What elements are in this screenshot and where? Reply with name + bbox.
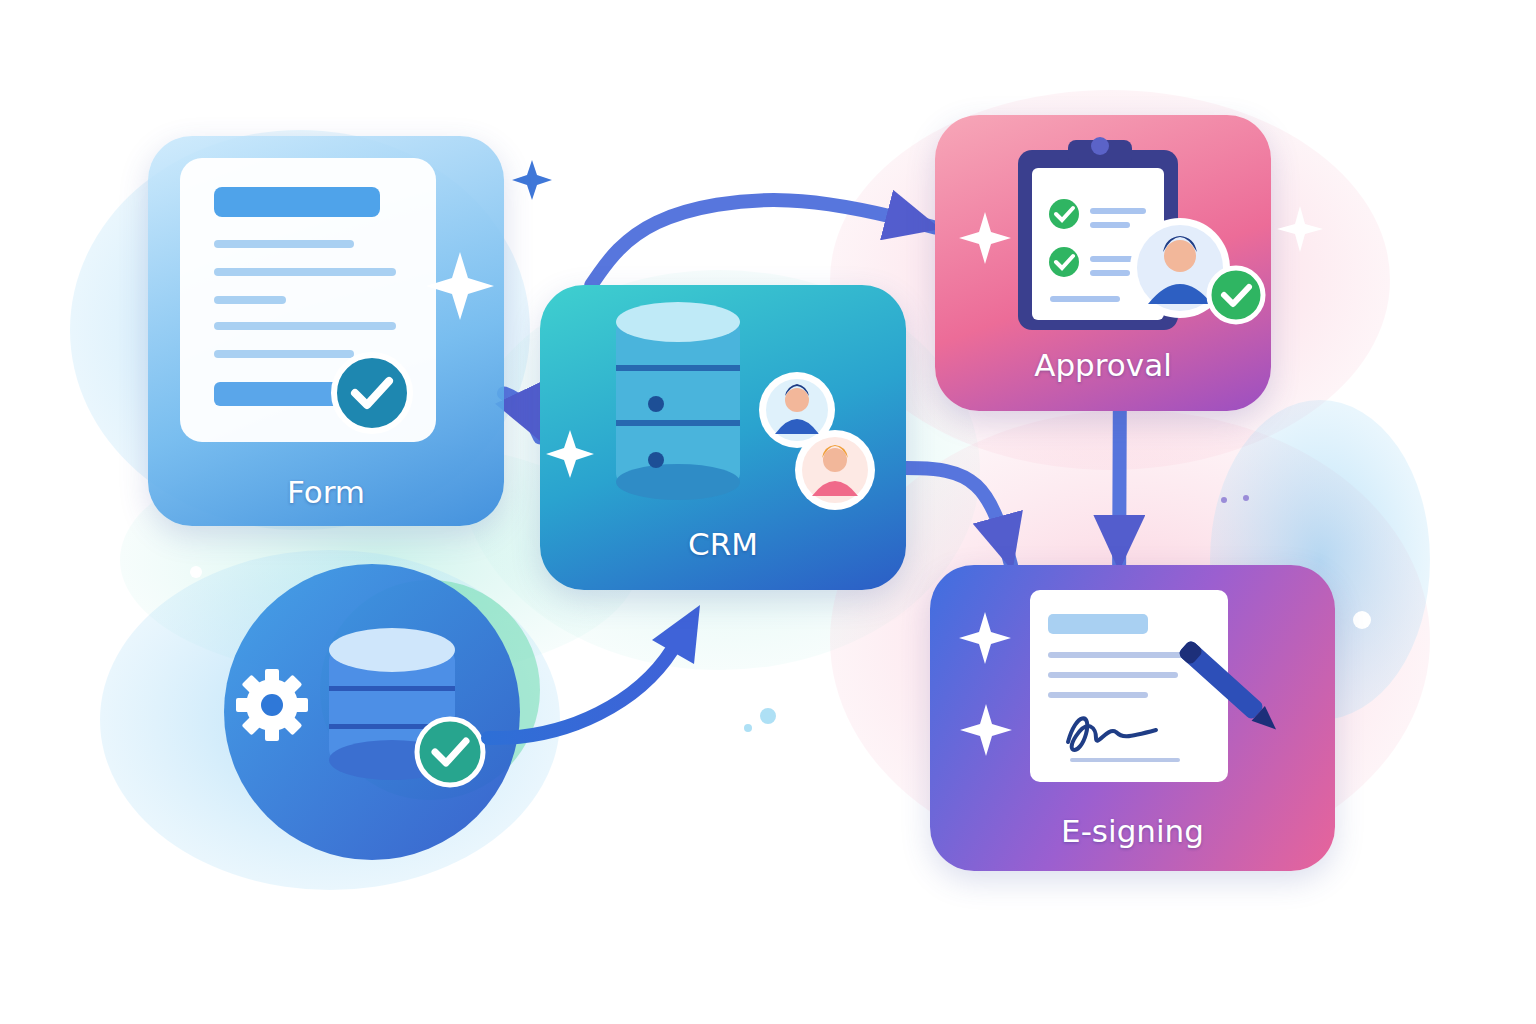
flow-arrow: [504, 393, 540, 437]
esigning-box: E-signing: [930, 565, 1335, 871]
crm-box: CRM: [540, 285, 906, 590]
flow-arrow: [591, 200, 935, 285]
approval-box: Approval: [935, 115, 1271, 411]
flow-arrow: [906, 468, 1011, 565]
form-box: Form: [148, 136, 504, 526]
flow-arrow: [1112, 411, 1127, 565]
node-label: CRM: [688, 526, 758, 562]
node-label: E-signing: [1061, 813, 1204, 849]
node-label: Form: [287, 474, 365, 510]
node-label: Approval: [1034, 347, 1172, 383]
